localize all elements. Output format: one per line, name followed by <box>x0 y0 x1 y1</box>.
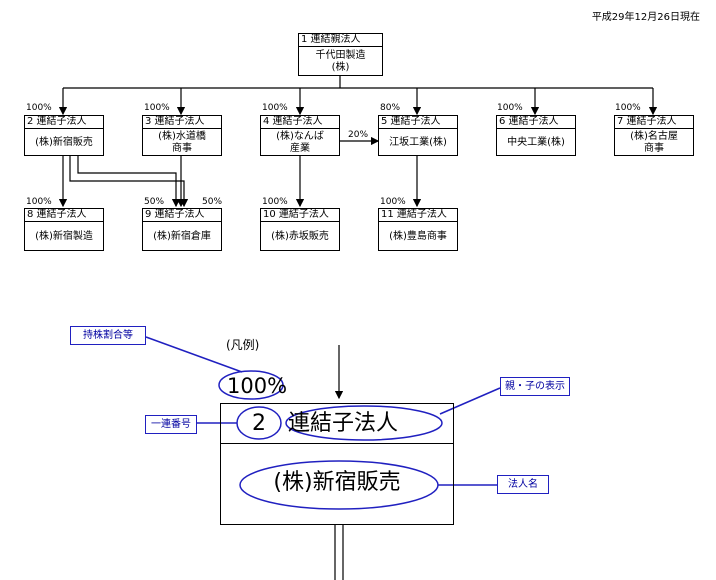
child-2-header: 2 連結子法人 <box>25 116 103 129</box>
child-3-header: 3 連結子法人 <box>143 116 221 129</box>
child-6-pct: 100% <box>497 103 523 113</box>
callout-parent-child: 親・子の表示 <box>500 377 570 396</box>
child-box-6: 6 連結子法人 中央工業(株) <box>496 115 576 156</box>
child-7-pct: 100% <box>615 103 641 113</box>
child-box-9: 9 連結子法人 (株)新宿倉庫 <box>142 208 222 251</box>
legend-header: 2 連結子法人 <box>221 404 453 444</box>
legend-number: 2 <box>252 411 266 436</box>
child-10-header: 10 連結子法人 <box>261 209 339 222</box>
child-4-name: (株)なんば 産業 <box>276 130 324 154</box>
parent-name: 千代田製造 (株) <box>315 49 366 73</box>
child-10-name: (株)赤坂販売 <box>271 230 329 242</box>
child-5-header: 5 連結子法人 <box>379 116 457 129</box>
child-2-pct: 100% <box>26 103 52 113</box>
child-6-name: 中央工業(株) <box>507 136 565 148</box>
child-7-name: (株)名古屋 商事 <box>630 130 678 154</box>
child-11-header: 11 連結子法人 <box>379 209 457 222</box>
child-9-name: (株)新宿倉庫 <box>153 230 211 242</box>
callout-holding-ratio: 持株割合等 <box>70 326 146 345</box>
child-10-pct: 100% <box>262 197 288 207</box>
cross-holding-pct: 20% <box>348 130 369 140</box>
legend-title: (凡例) <box>226 338 260 352</box>
child-2-name: (株)新宿販売 <box>35 136 93 148</box>
child-box-10: 10 連結子法人 (株)赤坂販売 <box>260 208 340 251</box>
child-box-2: 2 連結子法人 (株)新宿販売 <box>24 115 104 156</box>
child-3-name: (株)水道橋 商事 <box>158 130 206 154</box>
child-8-header: 8 連結子法人 <box>25 209 103 222</box>
child-box-11: 11 連結子法人 (株)豊島商事 <box>378 208 458 251</box>
legend-relation: 連結子法人 <box>288 411 399 436</box>
child-4-pct: 100% <box>262 103 288 113</box>
legend-company-name: (株)新宿販売 <box>273 470 401 495</box>
callout-company-name: 法人名 <box>497 475 549 494</box>
child-7-header: 7 連結子法人 <box>615 116 693 129</box>
callout-serial-number: 一連番号 <box>145 415 197 434</box>
as-of-date: 平成29年12月26日現在 <box>591 12 700 23</box>
child-9-header: 9 連結子法人 <box>143 209 221 222</box>
child-9-pct-right: 50% <box>202 197 223 207</box>
child-box-5: 5 連結子法人 江坂工業(株) <box>378 115 458 156</box>
legend-box: 2 連結子法人 (株)新宿販売 <box>220 403 454 525</box>
child-8-name: (株)新宿製造 <box>35 230 93 242</box>
child-4-header: 4 連結子法人 <box>261 116 339 129</box>
parent-header: 1 連結親法人 <box>299 34 382 47</box>
child-5-name: 江坂工業(株) <box>389 136 447 148</box>
child-box-4: 4 連結子法人 (株)なんば 産業 <box>260 115 340 156</box>
parent-company-box: 1 連結親法人 千代田製造 (株) <box>298 33 383 76</box>
child-box-3: 3 連結子法人 (株)水道橋 商事 <box>142 115 222 156</box>
legend-pct: 100% <box>227 374 288 398</box>
child-3-pct: 100% <box>144 103 170 113</box>
child-5-pct: 80% <box>380 103 401 113</box>
child-8-pct: 100% <box>26 197 52 207</box>
child-6-header: 6 連結子法人 <box>497 116 575 129</box>
child-9-pct-left: 50% <box>144 197 165 207</box>
child-11-pct: 100% <box>380 197 406 207</box>
child-11-name: (株)豊島商事 <box>389 230 447 242</box>
child-box-7: 7 連結子法人 (株)名古屋 商事 <box>614 115 694 156</box>
child-box-8: 8 連結子法人 (株)新宿製造 <box>24 208 104 251</box>
